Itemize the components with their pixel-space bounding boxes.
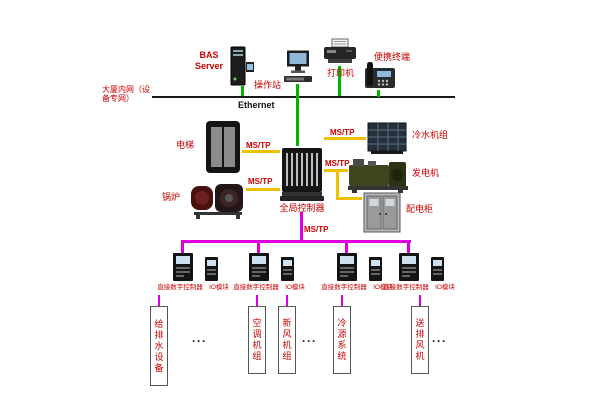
portable-terminal-label: 便携终端 — [374, 52, 411, 62]
operator-station-label: 操作站 — [254, 80, 282, 90]
io-module-label: IO模块 — [285, 284, 305, 291]
device-drop-line — [158, 295, 160, 307]
ddc-label: 直接数字控制器 — [157, 284, 203, 291]
ethernet-line — [152, 96, 455, 98]
field-device-box: 空调机组 — [248, 306, 266, 374]
ellipsis: ··· — [432, 334, 447, 348]
device-drop-line — [256, 295, 258, 307]
mstp-label: MS/TP — [304, 225, 329, 234]
mstp-line-elevator — [242, 150, 280, 153]
ddc-icon — [399, 253, 419, 281]
mstp-label: MS/TP — [248, 177, 273, 186]
bus-drop-line — [181, 240, 184, 254]
bus-riser-line — [300, 212, 303, 243]
io-module-icon — [281, 257, 294, 281]
mstp-label: MS/TP — [325, 159, 350, 168]
elevator-label: 电梯 — [176, 140, 195, 150]
ddc-label: 直接数字控制器 — [321, 284, 367, 291]
elevator-icon — [206, 121, 240, 173]
io-module-icon — [369, 257, 382, 281]
generator-label: 发电机 — [412, 168, 440, 178]
ddc-icon — [173, 253, 193, 281]
ddc-icon — [337, 253, 357, 281]
mstp-label: MS/TP — [246, 141, 271, 150]
server-icon — [230, 46, 254, 86]
power-cabinet-icon — [363, 192, 401, 233]
lan-drop-controller — [296, 84, 299, 146]
ethernet-label: Ethernet — [238, 100, 275, 110]
mstp-line-boiler — [246, 188, 280, 191]
bus-drop-line — [407, 240, 410, 254]
mstp-line-cabinet-h — [336, 197, 362, 200]
lan-drop-server — [241, 86, 244, 96]
ellipsis: ··· — [192, 334, 207, 348]
intranet-label: 大厦内网（设备专网） — [102, 85, 150, 104]
mstp-line-cabinet-v — [336, 169, 339, 200]
global-controller-icon — [280, 148, 324, 201]
printer-icon — [324, 38, 356, 63]
ellipsis: ··· — [302, 334, 317, 348]
field-device-box: 冷源系统 — [333, 306, 351, 374]
device-drop-line — [341, 295, 343, 307]
field-device-box: 新风机组 — [278, 306, 296, 374]
field-device-box: 给排水设备 — [150, 306, 168, 386]
device-drop-line — [419, 295, 421, 307]
workstation-icon — [284, 50, 312, 82]
device-drop-line — [286, 295, 288, 307]
io-module-icon — [205, 257, 218, 281]
chiller-icon — [367, 122, 407, 154]
ddc-label: 直接数字控制器 — [233, 284, 279, 291]
ddc-label: 直接数字控制器 — [383, 284, 429, 291]
io-module-label: IO模块 — [209, 284, 229, 291]
bus-drop-line — [345, 240, 348, 254]
boiler-label: 锅炉 — [162, 192, 181, 202]
io-module-label: IO模块 — [373, 284, 393, 291]
ddc-icon — [249, 253, 269, 281]
io-module-label: IO模块 — [435, 284, 455, 291]
bus-drop-line — [257, 240, 260, 254]
boiler-icon — [191, 184, 243, 219]
field-device-box: 送排风机 — [411, 306, 429, 374]
printer-label: 打印机 — [327, 68, 355, 78]
io-module-icon — [431, 257, 444, 281]
power-cabinet-label: 配电柜 — [406, 204, 434, 214]
portable-terminal-icon — [365, 62, 395, 88]
mstp-bus-line — [182, 240, 411, 243]
bas-server-label: BAS Server — [194, 50, 224, 71]
generator-icon — [348, 159, 408, 193]
lan-drop-printer — [338, 66, 341, 96]
chiller-label: 冷水机组 — [412, 130, 449, 140]
mstp-line-chiller — [324, 137, 366, 140]
mstp-label: MS/TP — [330, 128, 355, 137]
global-controller-label: 全局控制器 — [279, 203, 325, 213]
lan-drop-terminal — [377, 90, 380, 97]
